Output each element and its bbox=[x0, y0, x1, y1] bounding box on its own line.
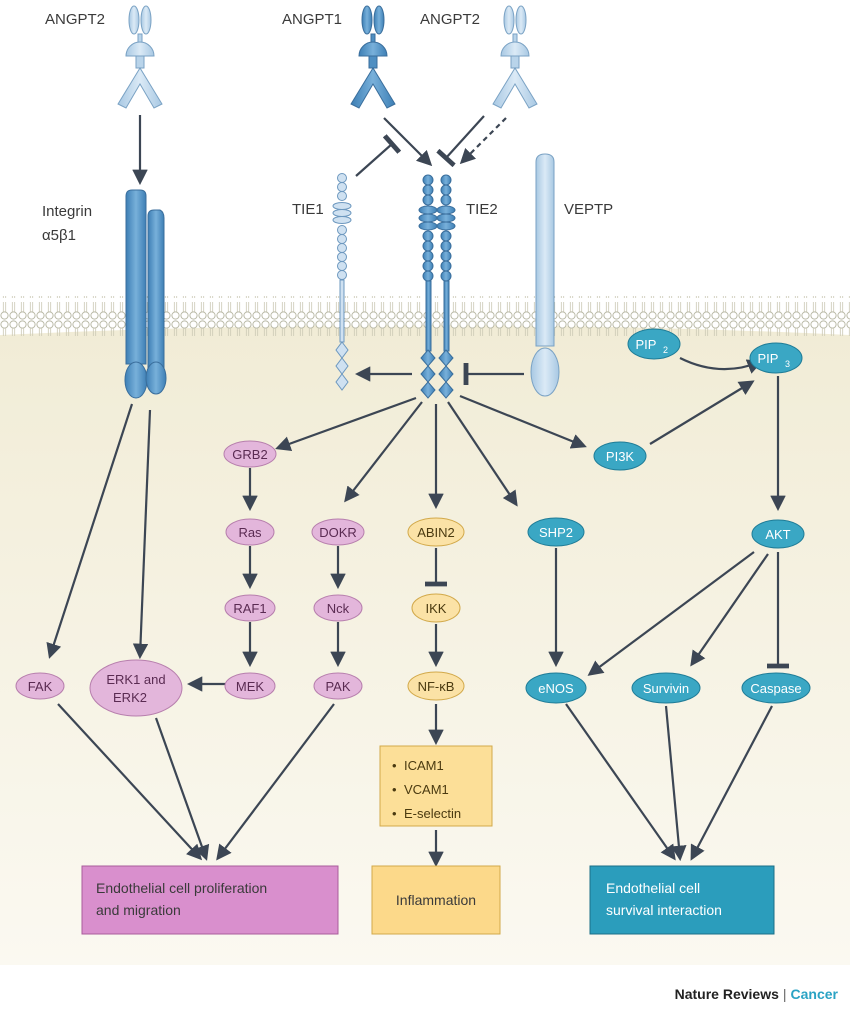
integrin-label-1: Integrin bbox=[42, 203, 92, 220]
svg-text:RAF1: RAF1 bbox=[233, 601, 266, 616]
raf1-node: RAF1 bbox=[224, 594, 276, 622]
survivin-node: Survivin bbox=[631, 672, 701, 704]
gene-vcam1: VCAM1 bbox=[404, 782, 449, 797]
ras-node: Ras bbox=[225, 518, 275, 546]
fak-node: FAK bbox=[15, 672, 65, 700]
mek-node: MEK bbox=[224, 672, 276, 700]
shp2-node: SHP2 bbox=[527, 517, 585, 547]
gene-e-selectin: E-selectin bbox=[404, 806, 461, 821]
pip2-text: PIP bbox=[636, 337, 657, 352]
svg-text:AKT: AKT bbox=[765, 527, 790, 542]
pip3-node: PIP 3 bbox=[749, 342, 803, 374]
pip3-sub: 3 bbox=[785, 359, 790, 369]
pak-node: PAK bbox=[313, 672, 363, 700]
angpt1-label: ANGPT1 bbox=[282, 11, 342, 28]
gene-targets-box: • • • ICAM1 VCAM1 E-selectin bbox=[379, 745, 493, 827]
abin2-node: ABIN2 bbox=[407, 517, 465, 547]
grb2-node: GRB2 bbox=[223, 440, 277, 468]
publisher-credit: Nature Reviews|Cancer bbox=[675, 986, 838, 1002]
svg-text:Inflammation: Inflammation bbox=[396, 892, 476, 908]
tie1-receptor: TIE1 bbox=[292, 173, 352, 391]
svg-text:Ras: Ras bbox=[238, 525, 262, 540]
svg-text:SHP2: SHP2 bbox=[539, 525, 573, 540]
erk-node: ERK1 and ERK2 bbox=[89, 659, 183, 717]
ikk-node: IKK bbox=[411, 593, 461, 623]
integrin-receptor: Integrin α5β1 bbox=[42, 189, 167, 399]
svg-text:•: • bbox=[392, 758, 397, 773]
angpt1-ligand: ANGPT1 bbox=[282, 5, 396, 109]
enos-node: eNOS bbox=[525, 672, 587, 704]
angpt2-right-label: ANGPT2 bbox=[420, 11, 480, 28]
pip3-text: PIP bbox=[758, 351, 779, 366]
svg-text:ERK2: ERK2 bbox=[113, 690, 147, 705]
tie2-receptor: TIE2 bbox=[418, 174, 498, 399]
pip2-node: PIP 2 bbox=[627, 328, 681, 360]
svg-text:Endothelial cell proliferation: Endothelial cell proliferation bbox=[96, 880, 267, 896]
caspase-node: Caspase bbox=[741, 672, 811, 704]
pathway-arrows bbox=[46, 115, 789, 868]
dokr-node: DOKR bbox=[311, 518, 365, 546]
credit-journal: Cancer bbox=[790, 986, 838, 1002]
veptp-receptor: VEPTP bbox=[530, 153, 613, 397]
svg-text:survival interaction: survival interaction bbox=[606, 902, 722, 918]
tie1-label: TIE1 bbox=[292, 201, 324, 218]
outcome-survival: Endothelial cell survival interaction bbox=[589, 865, 775, 935]
svg-text:ERK1 and: ERK1 and bbox=[106, 672, 165, 687]
pi3k-node: PI3K bbox=[593, 441, 647, 471]
angpt2-left-ligand: ANGPT2 bbox=[45, 5, 163, 109]
pip2-sub: 2 bbox=[663, 345, 668, 355]
svg-text:Endothelial cell: Endothelial cell bbox=[606, 880, 700, 896]
svg-text:and migration: and migration bbox=[96, 902, 181, 918]
svg-text:Caspase: Caspase bbox=[750, 681, 801, 696]
angpt2-right-ligand: ANGPT2 bbox=[420, 5, 538, 109]
outcome-proliferation: Endothelial cell proliferation and migra… bbox=[81, 865, 339, 935]
integrin-label-2: α5β1 bbox=[42, 227, 76, 244]
nfkb-node: NF-κB bbox=[407, 671, 465, 701]
veptp-label: VEPTP bbox=[564, 201, 613, 218]
credit-publisher: Nature Reviews bbox=[674, 986, 779, 1002]
svg-text:NF-κB: NF-κB bbox=[418, 679, 455, 694]
svg-text:PAK: PAK bbox=[325, 679, 350, 694]
svg-text:Nck: Nck bbox=[327, 601, 350, 616]
svg-text:PI3K: PI3K bbox=[606, 449, 635, 464]
svg-text:Survivin: Survivin bbox=[643, 681, 689, 696]
svg-text:ABIN2: ABIN2 bbox=[417, 525, 455, 540]
svg-text:eNOS: eNOS bbox=[538, 681, 574, 696]
svg-text:•: • bbox=[392, 806, 397, 821]
outcome-inflammation: Inflammation bbox=[371, 865, 501, 935]
svg-text:•: • bbox=[392, 782, 397, 797]
nck-node: Nck bbox=[313, 594, 363, 622]
svg-text:IKK: IKK bbox=[426, 601, 447, 616]
akt-node: AKT bbox=[751, 519, 805, 549]
svg-text:FAK: FAK bbox=[28, 679, 53, 694]
credit-separator: | bbox=[782, 986, 787, 1002]
angpt2-left-label: ANGPT2 bbox=[45, 11, 105, 28]
svg-text:DOKR: DOKR bbox=[319, 525, 357, 540]
tie2-label: TIE2 bbox=[466, 201, 498, 218]
gene-icam1: ICAM1 bbox=[404, 758, 444, 773]
svg-text:GRB2: GRB2 bbox=[232, 447, 267, 462]
svg-text:MEK: MEK bbox=[236, 679, 265, 694]
